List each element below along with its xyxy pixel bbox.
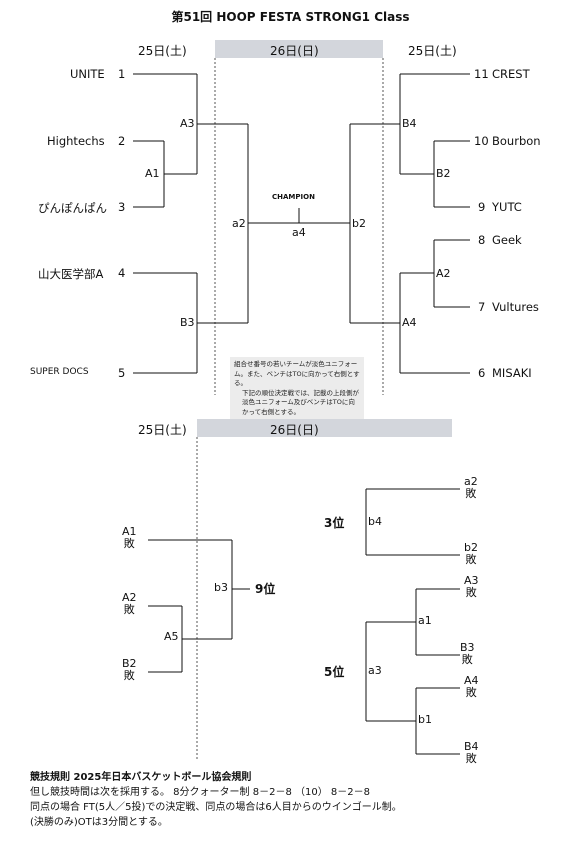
team-right-7-seed: 7 [478, 300, 486, 314]
game-label-a3: a3 [368, 664, 382, 677]
team-left-1-seed: 1 [118, 67, 126, 81]
team-right-8-seed: 8 [478, 233, 486, 247]
note-line-1: 組合せ番号の若いチームが淡色ユニフォーム。また、ベンチはTOに向かって右側とする… [234, 360, 360, 387]
team-right-10-name: Bourbon [492, 134, 541, 148]
game-label-A5: A5 [164, 630, 179, 643]
entry-B2-loser: B2 敗 [122, 657, 137, 682]
entry-A2-loser: A2 敗 [122, 591, 137, 616]
game-label-A1: A1 [145, 167, 160, 180]
team-right-9-name: YUTC [492, 200, 522, 214]
team-left-5-name: SUPER DOCS [30, 367, 89, 377]
game-label-A2: A2 [436, 267, 451, 280]
game-label-A4: A4 [402, 316, 417, 329]
entry-B3-loser: B3 敗 [460, 641, 475, 666]
game-label-b3: b3 [214, 581, 228, 594]
entry-A1-loser: A1 敗 [122, 525, 137, 550]
rank-5th-label: 5位 [324, 665, 345, 679]
team-left-4-name: 山大医学部A [38, 267, 104, 281]
bottom-center-day-band [197, 419, 452, 437]
team-left-2-seed: 2 [118, 134, 126, 148]
center-day-band [215, 40, 383, 58]
team-right-11-seed: 11 [474, 67, 489, 81]
rules-line-1: 但し競技時間は次を採用する。 8分クォーター制 8－2－8 （10） 8－2－8 [30, 787, 370, 798]
champion-label: CHAMPION [272, 193, 315, 201]
team-left-1-name: UNITE [70, 67, 105, 81]
game-label-B4: B4 [402, 117, 417, 130]
team-right-7-name: Vultures [492, 300, 539, 314]
rules-line-2: 同点の場合 FT(5人／5投)での決定戦、同点の場合は6人目からのウインゴール制… [30, 802, 402, 813]
entry-a2-loser: a2 敗 [464, 475, 478, 500]
team-right-6-seed: 6 [478, 366, 486, 380]
game-label-B2: B2 [436, 167, 451, 180]
team-left-3-name: ぴんぽんぱん [38, 201, 107, 215]
day-left-label: 25日(土) [138, 44, 187, 58]
entry-A3-loser: A3 敗 [464, 574, 479, 599]
rules-block: 競技規則 2025年日本バスケットボール協会規則 但し競技時間は次を採用する。 … [30, 770, 402, 830]
game-label-B3: B3 [180, 316, 195, 329]
game-label-b2-semifinal: b2 [352, 217, 366, 230]
note-line-2: 下記の順位決定戦では、記載の上段側が淡色ユニフォーム及びベンチはTOに向かって右… [242, 388, 359, 416]
day-center-label: 26日(日) [270, 44, 319, 58]
rules-line-3: (決勝のみ)OTは3分間とする。 [30, 817, 168, 828]
game-label-b1: b1 [418, 713, 432, 726]
team-right-9-seed: 9 [478, 200, 486, 214]
team-right-6-name: MISAKI [492, 366, 532, 380]
game-label-A3: A3 [180, 117, 195, 130]
day-right-label: 25日(土) [408, 44, 457, 58]
page-title: 第51回 HOOP FESTA STRONG1 Class [171, 10, 410, 24]
entry-B4-loser: B4 敗 [464, 740, 479, 765]
rank-3rd-label: 3位 [324, 516, 345, 530]
bottom-day-left-label: 25日(土) [138, 423, 187, 437]
entry-b2-loser: b2 敗 [464, 541, 478, 566]
team-right-8-name: Geek [492, 233, 522, 247]
game-label-a4-final: a4 [292, 226, 306, 239]
team-left-3-seed: 3 [118, 200, 126, 214]
rules-heading: 競技規則 2025年日本バスケットボール協会規則 [30, 772, 252, 783]
game-label-a2-semifinal: a2 [232, 217, 246, 230]
team-right-10-seed: 10 [474, 134, 489, 148]
team-right-11-name: CREST [492, 67, 530, 81]
entry-A4-loser: A4 敗 [464, 674, 479, 699]
bottom-day-center-label: 26日(日) [270, 423, 319, 437]
team-left-4-seed: 4 [118, 266, 126, 280]
team-left-2-name: Hightechs [47, 134, 105, 148]
rank-9th-label: 9位 [255, 582, 276, 596]
team-left-5-seed: 5 [118, 366, 126, 380]
game-label-a1: a1 [418, 614, 432, 627]
game-label-b4: b4 [368, 515, 382, 528]
